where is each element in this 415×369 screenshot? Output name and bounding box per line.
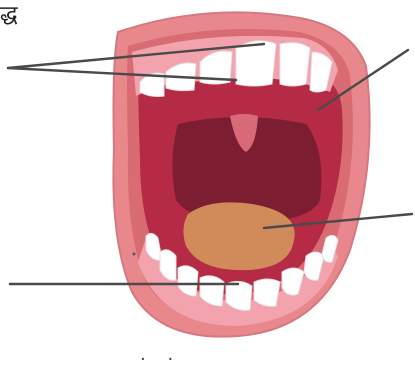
top-left-label: द्ध [0,4,18,26]
tongue [183,202,294,270]
bottom-partial-label: . . [140,346,181,364]
stray-dot [133,253,136,256]
